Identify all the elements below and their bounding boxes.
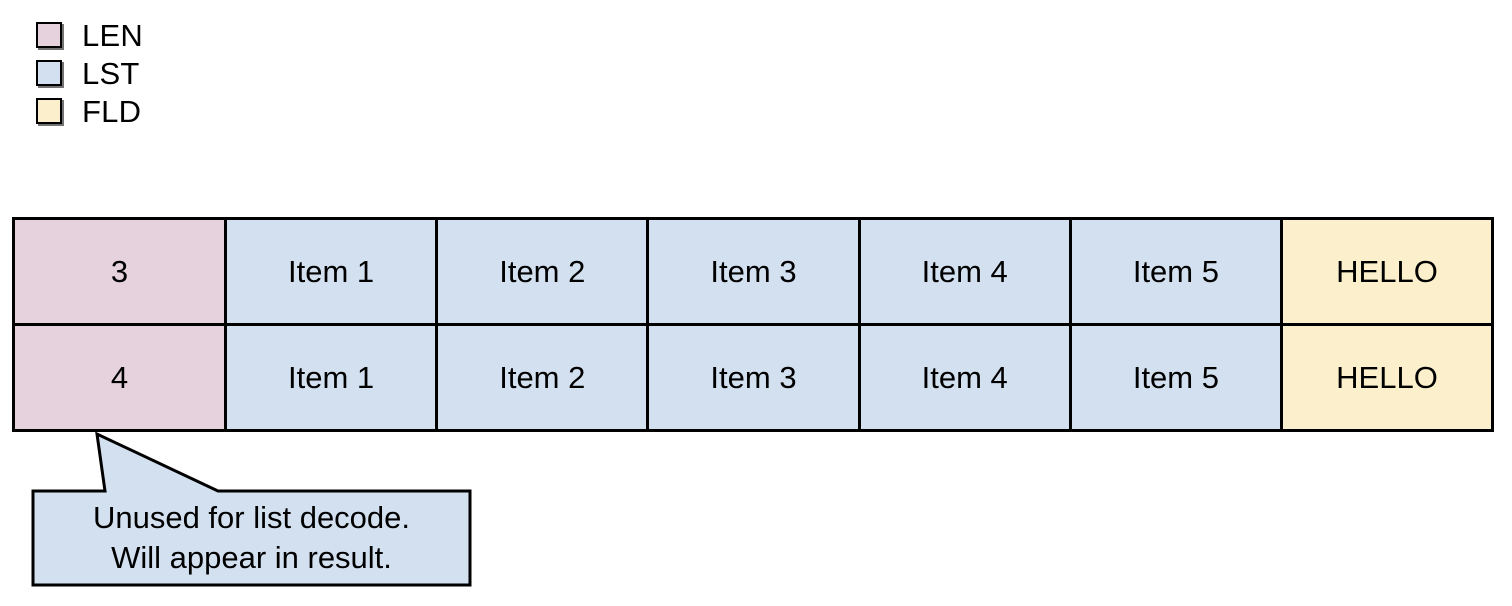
cell-item: Item 2 [435,326,647,429]
cell-fld: HELLO [1280,220,1492,323]
legend-label-fld: FLD [82,93,142,129]
callout-line-2: Will appear in result. [111,540,392,575]
legend-swatch-len [36,22,62,48]
cell-fld: HELLO [1280,326,1492,429]
cell-item: Item 4 [857,220,1069,323]
cell-item: Item 2 [435,220,647,323]
legend-label-len: LEN [82,17,143,53]
cell-item: Item 5 [1068,326,1281,429]
legend-item-lst: LST [36,54,336,92]
legend-swatch-lst [36,60,62,86]
cell-item: Item 1 [224,220,436,323]
table-row: 3 Item 1 Item 2 Item 3 Item 4 Item 5 HEL… [15,220,1492,323]
cell-item: Item 3 [646,220,858,323]
cell-item: Item 4 [857,326,1069,429]
legend-label-lst: LST [82,55,140,91]
cell-item: Item 1 [224,326,436,429]
table-row: 4 Item 1 Item 2 Item 3 Item 4 Item 5 HEL… [15,323,1492,429]
cell-item: Item 3 [646,326,858,429]
cell-len: 3 [15,220,224,323]
legend-item-len: LEN [36,16,336,54]
packet-layout-table: 3 Item 1 Item 2 Item 3 Item 4 Item 5 HEL… [12,217,1494,432]
callout-text: Unused for list decode. Will appear in r… [33,491,470,585]
cell-len: 4 [15,326,224,429]
legend: LEN LST FLD [36,16,336,130]
cell-item: Item 5 [1068,220,1281,323]
legend-item-fld: FLD [36,92,336,130]
legend-swatch-fld [36,98,62,124]
callout-line-1: Unused for list decode. [92,500,411,535]
